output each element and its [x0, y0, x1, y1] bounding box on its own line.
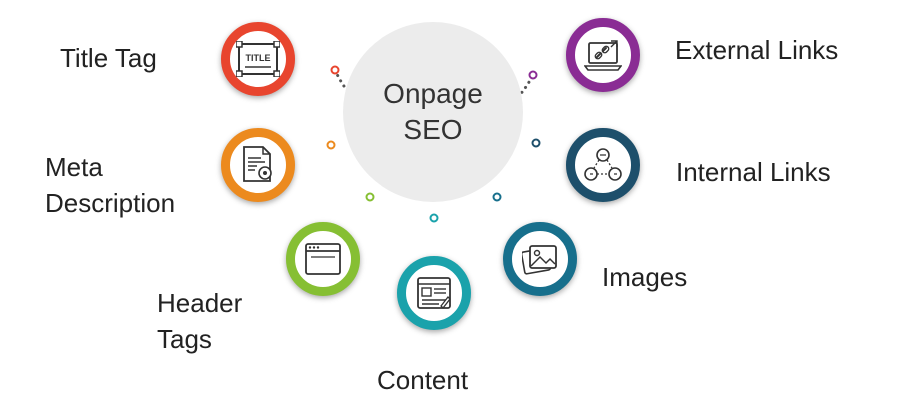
title-tag-node: TITLE: [221, 22, 295, 96]
center-circle: Onpage SEO: [343, 22, 523, 202]
center-title: Onpage SEO: [383, 78, 483, 145]
content-node: [397, 256, 471, 330]
title-icon-text: TITLE: [246, 53, 271, 63]
label-content: Content: [377, 365, 469, 395]
arc-dot-external: [528, 70, 538, 80]
arc-dot-images: [492, 192, 502, 202]
arc-dot-internal: [531, 138, 541, 148]
title-icon: TITLE: [236, 41, 280, 77]
label-title-tag: Title Tag: [60, 43, 157, 73]
images-node: [503, 222, 577, 296]
meta-description-node: [221, 128, 295, 202]
internal-links-node: [566, 128, 640, 202]
browser-window-icon: [305, 243, 341, 275]
label-images: Images: [602, 262, 688, 292]
label-internal-links: Internal Links: [676, 157, 831, 187]
label-external-links: External Links: [675, 35, 839, 65]
arc-dot-content: [429, 213, 439, 223]
label-meta-description: Meta Description: [45, 152, 176, 218]
header-tags-node: [286, 222, 360, 296]
external-links-node: [566, 18, 640, 92]
images-icon: [522, 245, 557, 275]
document-gear-icon: [243, 146, 272, 182]
content-editor-icon: [417, 277, 451, 309]
external-link-icon: [584, 40, 622, 71]
arc-dot-title: [330, 65, 340, 75]
internal-links-icon: [584, 148, 622, 181]
label-header-tags: Header Tags: [157, 288, 243, 354]
arc-dot-meta: [326, 140, 336, 150]
arc-dot-header: [365, 192, 375, 202]
